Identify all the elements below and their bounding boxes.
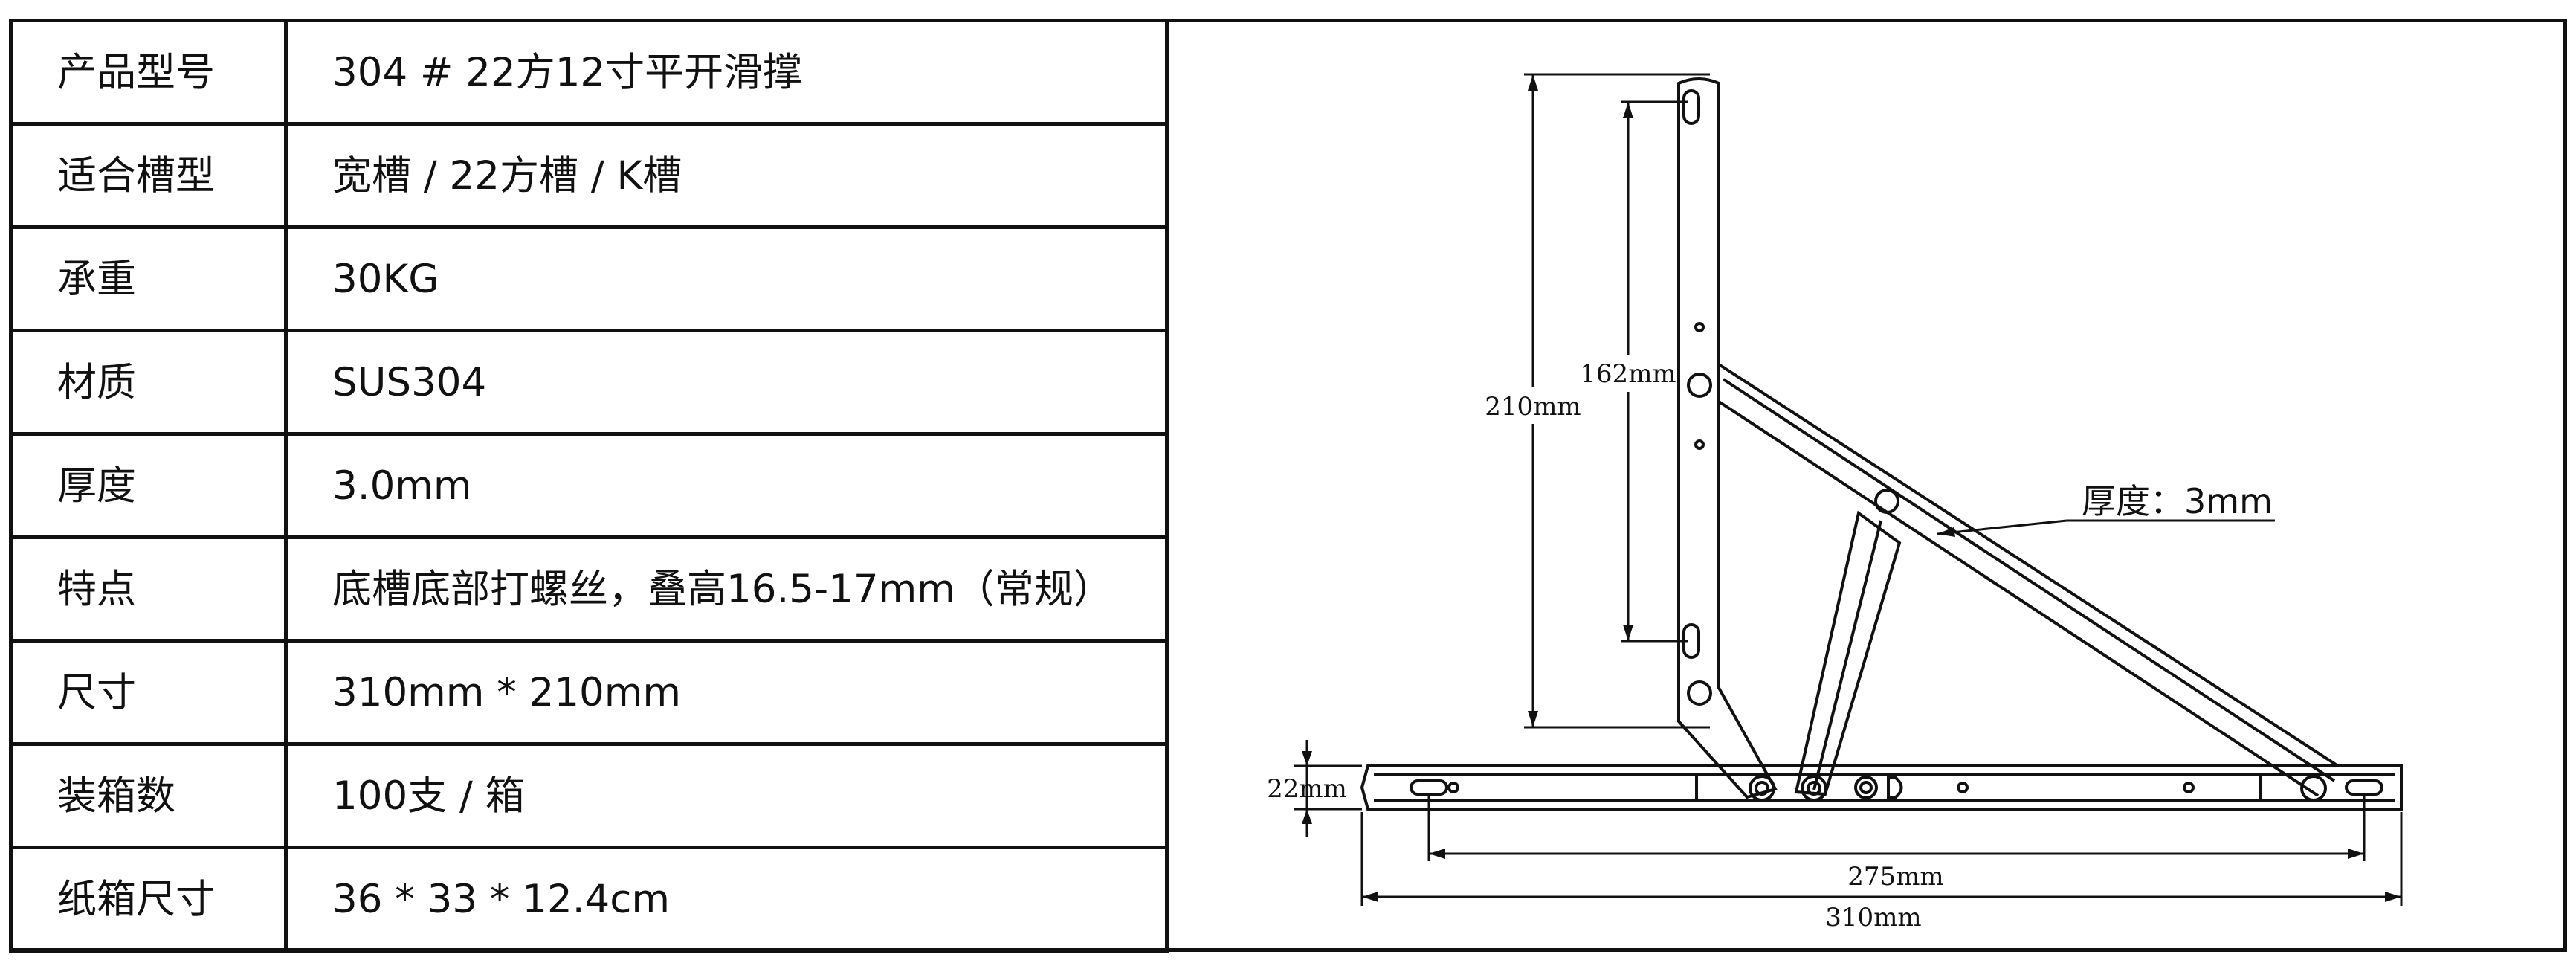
vertical-arm <box>1677 77 1778 802</box>
dim-inner-length-label: 275mm <box>1847 862 1943 892</box>
spec-value: 宽槽 / 22方槽 / K槽 <box>284 122 1169 229</box>
spec-label: 适合槽型 <box>9 122 288 229</box>
spec-label: 产品型号 <box>9 19 288 126</box>
table-row: 特点 底槽底部打螺丝，叠高16.5-17mm（常规） <box>9 535 1169 643</box>
table-row: 尺寸 310mm * 210mm <box>9 639 1169 746</box>
base-track <box>1360 764 2403 811</box>
dim-track-height-label: 22mm <box>1267 774 1347 804</box>
spec-value: 3.0mm <box>284 432 1169 539</box>
dim-height-inner-label: 162mm <box>1580 359 1676 389</box>
thickness-note: 厚度：3mm <box>2082 481 2273 521</box>
hinge-technical-drawing: 210mm 162mm 22mm 275mm 310mm 厚度：3mm <box>1267 73 2403 933</box>
table-row: 纸箱尺寸 36 * 33 * 12.4cm <box>9 846 1169 953</box>
spec-table: 产品型号 304 # 22方12寸平开滑撑 适合槽型 宽槽 / 22方槽 / K… <box>9 19 1169 953</box>
table-row: 产品型号 304 # 22方12寸平开滑撑 <box>9 19 1169 126</box>
table-row: 厚度 3.0mm <box>9 432 1169 539</box>
spec-label: 装箱数 <box>9 742 288 849</box>
table-row: 适合槽型 宽槽 / 22方槽 / K槽 <box>9 122 1169 229</box>
diagonal-arm <box>1717 363 2340 802</box>
spec-value: 304 # 22方12寸平开滑撑 <box>284 19 1169 126</box>
table-row: 装箱数 100支 / 箱 <box>9 742 1169 849</box>
link-arm <box>1794 510 1902 802</box>
spec-value: SUS304 <box>284 329 1169 436</box>
spec-label: 尺寸 <box>9 639 288 746</box>
spec-label: 纸箱尺寸 <box>9 846 288 953</box>
table-row: 承重 30KG <box>9 225 1169 332</box>
dim-height-outer-label: 210mm <box>1485 392 1581 422</box>
spec-label: 厚度 <box>9 432 288 539</box>
spec-value: 底槽底部打螺丝，叠高16.5-17mm（常规） <box>284 535 1169 643</box>
label-bg <box>1589 355 1667 392</box>
dim-total-length-label: 310mm <box>1825 903 1921 933</box>
label-bg <box>1494 387 1572 424</box>
spec-value: 310mm * 210mm <box>284 639 1169 746</box>
spec-label: 特点 <box>9 535 288 643</box>
table-row: 材质 SUS304 <box>9 329 1169 436</box>
spec-label: 承重 <box>9 225 288 332</box>
dimension-arrowheads <box>1302 74 2401 902</box>
spec-value: 30KG <box>284 225 1169 332</box>
spec-value: 100支 / 箱 <box>284 742 1169 849</box>
spec-value: 36 * 33 * 12.4cm <box>284 846 1169 953</box>
spec-label: 材质 <box>9 329 288 436</box>
